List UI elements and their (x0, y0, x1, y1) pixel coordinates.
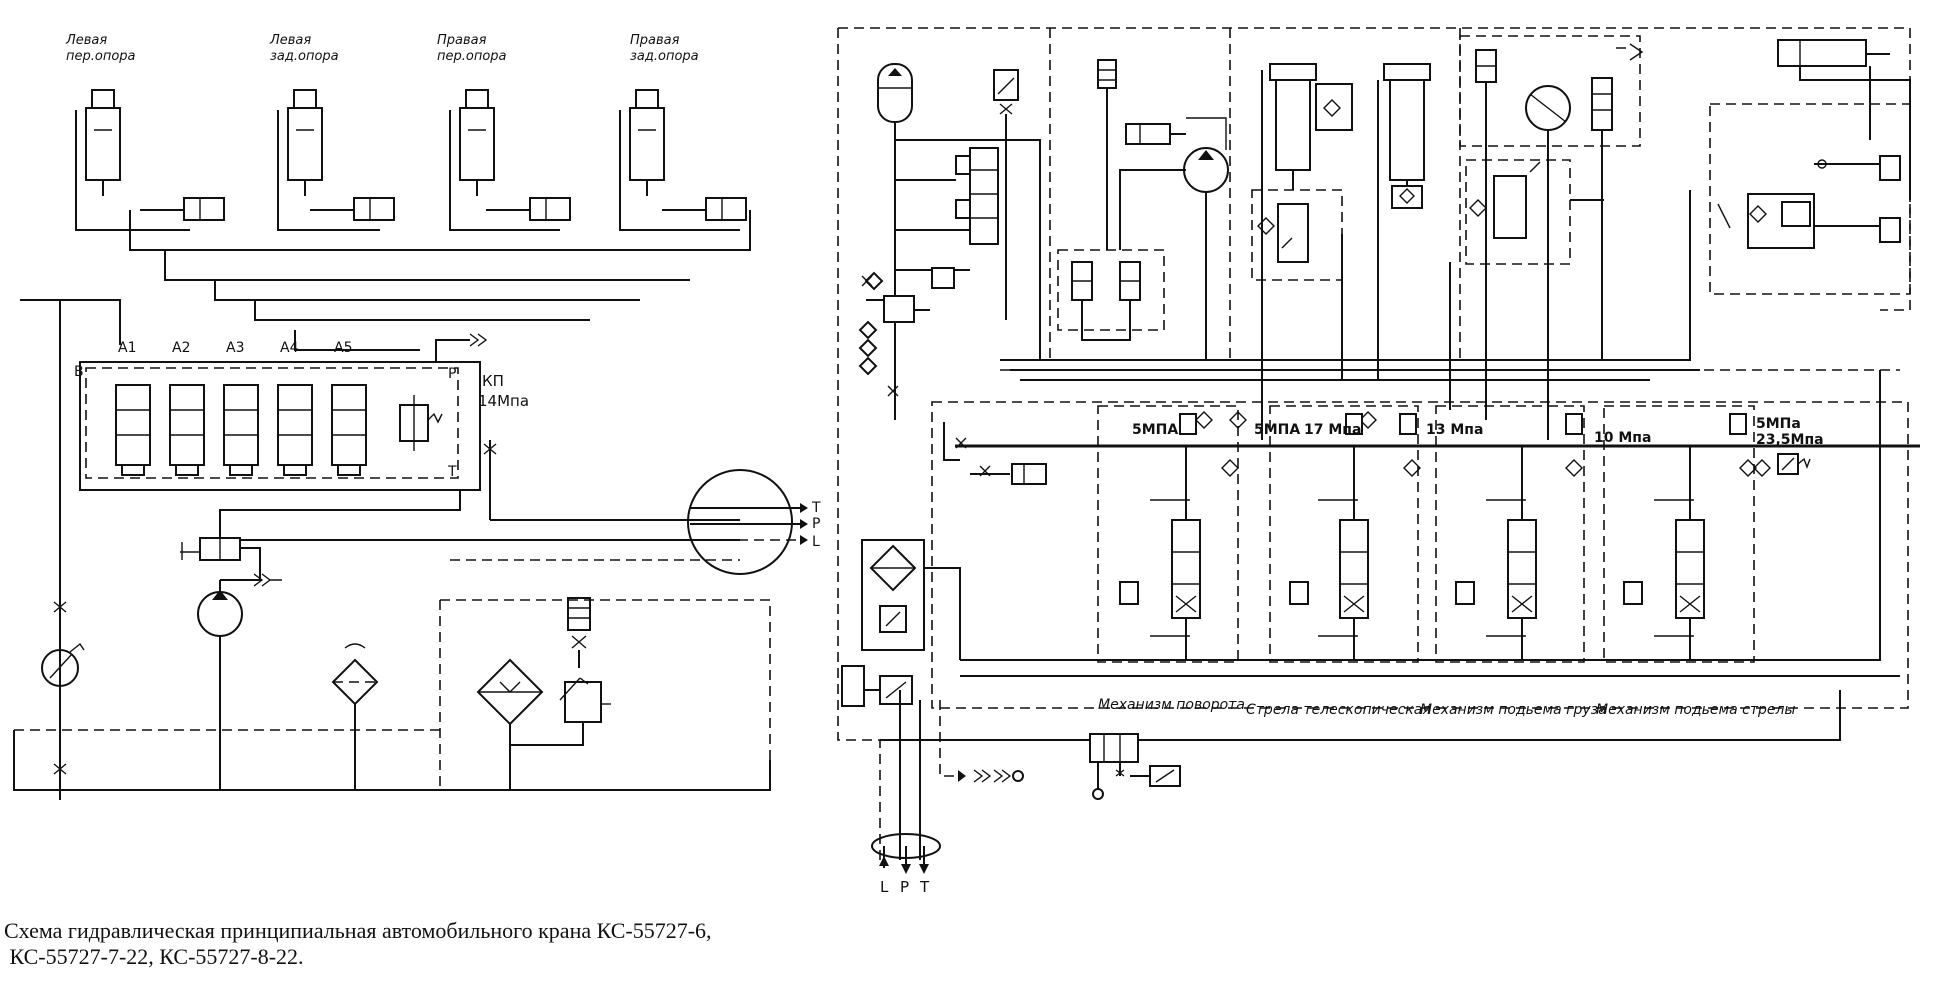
thermo-switch-icon (567, 597, 591, 668)
bottom-swivel-joint: L P T (871, 833, 941, 896)
diagram-caption: Схема гидравлическая принципиальная авто… (4, 918, 712, 970)
svg-text:L: L (812, 534, 820, 550)
beam-cylinder-3 (486, 197, 571, 221)
outrigger-label-2: Левая зад.опора (269, 33, 339, 64)
pressure-label-6: 5МПа (1756, 416, 1801, 432)
outrigger-label-4: Правая зад.опора (630, 33, 699, 64)
svg-text:P: P (900, 878, 909, 896)
derrick-brake-valve (1709, 103, 1911, 295)
hoist-brake-valve (1465, 159, 1604, 265)
spool-section-1 (115, 384, 151, 476)
main-relief-valve (1753, 453, 1811, 477)
svg-text:зад.опора: зад.опора (630, 49, 699, 64)
svg-text:A1: A1 (118, 340, 136, 356)
svg-text:P: P (448, 366, 456, 382)
jack-cylinder-3 (449, 89, 560, 231)
svg-text:A5: A5 (334, 340, 352, 356)
bottom-manifold-icon (1089, 733, 1181, 800)
distributor-section-derricking (1565, 405, 1757, 663)
outrigger-valve-block: B P T A1 A2 A3 A4 A5 (74, 340, 481, 491)
svg-text:пер.опора: пер.опора (437, 49, 507, 64)
svg-text:A2: A2 (172, 340, 190, 356)
slewing-motor-icon (1097, 59, 1229, 360)
caption-line-2: КС-55727-7-22, КС-55727-8-22. (4, 944, 304, 969)
spool-section-5 (331, 384, 367, 476)
relief-pressure: 14Mпа (478, 392, 529, 410)
svg-text:A4: A4 (280, 340, 299, 356)
distributor-section-telescopic (1229, 405, 1419, 663)
pump-icon (197, 580, 243, 790)
heat-exchanger-icon (476, 658, 544, 790)
pressure-label-3: 17 Мпа (1304, 422, 1361, 438)
relief-label: КП (482, 372, 504, 390)
pressure-label-5: 10 Мпа (1594, 430, 1651, 446)
boom-lift-cylinder (1777, 39, 1911, 200)
derricking-cylinder (1377, 63, 1431, 380)
svg-text:P: P (812, 516, 820, 532)
beam-cylinder-2 (310, 197, 395, 221)
svg-text:Левая: Левая (269, 33, 311, 48)
swivel-joint: T P L (687, 469, 821, 575)
outrigger-label-1: Левая пер.опора (65, 33, 136, 64)
svg-text:B: B (74, 364, 84, 380)
brake-valve-stack (894, 139, 1041, 420)
distributor-section-slewing (1097, 405, 1239, 663)
svg-text:Левая: Левая (65, 33, 107, 48)
section-label-slewing: Механизм поворота (1098, 697, 1245, 713)
thermal-bypass-icon (841, 665, 913, 707)
slew-solenoid-pair (1057, 249, 1165, 341)
pressure-label-7: 23,5Мпа (1756, 432, 1824, 448)
svg-text:T: T (811, 500, 821, 516)
svg-text:Правая: Правая (437, 33, 487, 48)
unloading-valve-group (858, 267, 955, 397)
jack-cylinder-4 (619, 89, 740, 231)
svg-text:A3: A3 (226, 340, 244, 356)
pressure-label-2: 5МПА (1254, 422, 1300, 438)
pressure-switch-icon (993, 69, 1019, 320)
beam-cylinder-1 (140, 197, 225, 221)
svg-text:Правая: Правая (630, 33, 680, 48)
tank-icon (13, 599, 771, 791)
telescopic-brake-valve (1251, 180, 1343, 380)
bypass-valve-icon (510, 677, 611, 746)
svg-text:L: L (880, 878, 889, 896)
left-outrigger-circuit: Левая пер.опора Левая зад.опора Правая п… (13, 33, 821, 800)
svg-text:зад.опора: зад.опора (270, 49, 339, 64)
section-label-telescopic: Стрела телескопическая (1246, 702, 1431, 718)
svg-text:пер.опора: пер.опора (66, 49, 136, 64)
relief-valve-icon (399, 395, 443, 451)
manifold-lines (20, 210, 751, 800)
section-label-derricking: Механизм подьема стрелы (1596, 702, 1795, 718)
svg-text:T: T (447, 464, 457, 480)
pressure-gauge-icon (41, 601, 85, 775)
return-filter-block (861, 539, 961, 660)
section-label-hoist: Механизм подьема груза (1420, 702, 1607, 718)
beam-cylinder-4 (662, 197, 747, 221)
distributor-section-hoist (1399, 405, 1585, 663)
spool-section-4 (277, 384, 313, 476)
accumulator-icon (877, 63, 913, 140)
right-crane-circuit: 5МПА 5МПА 17 Мпа 13 Мпа 10 Мпа 5МПа 23,5… (837, 27, 1920, 896)
caption-line-1: Схема гидравлическая принципиальная авто… (4, 918, 712, 943)
filter-icon (331, 643, 379, 790)
hoist-winch-block (1459, 35, 1644, 440)
telescopic-cylinder (1261, 63, 1353, 440)
spool-section-3 (223, 384, 259, 476)
spool-section-2 (169, 384, 205, 476)
pressure-label-4: 13 Мпа (1426, 422, 1483, 438)
jack-cylinder-1 (75, 89, 190, 231)
outrigger-label-3: Правая пер.опора (437, 33, 507, 64)
solenoid-valve (180, 537, 282, 587)
svg-text:T: T (919, 878, 930, 896)
bottom-drain-valves (939, 700, 1024, 783)
jack-cylinder-2 (277, 89, 380, 231)
pressure-label-1: 5МПА (1132, 422, 1178, 438)
